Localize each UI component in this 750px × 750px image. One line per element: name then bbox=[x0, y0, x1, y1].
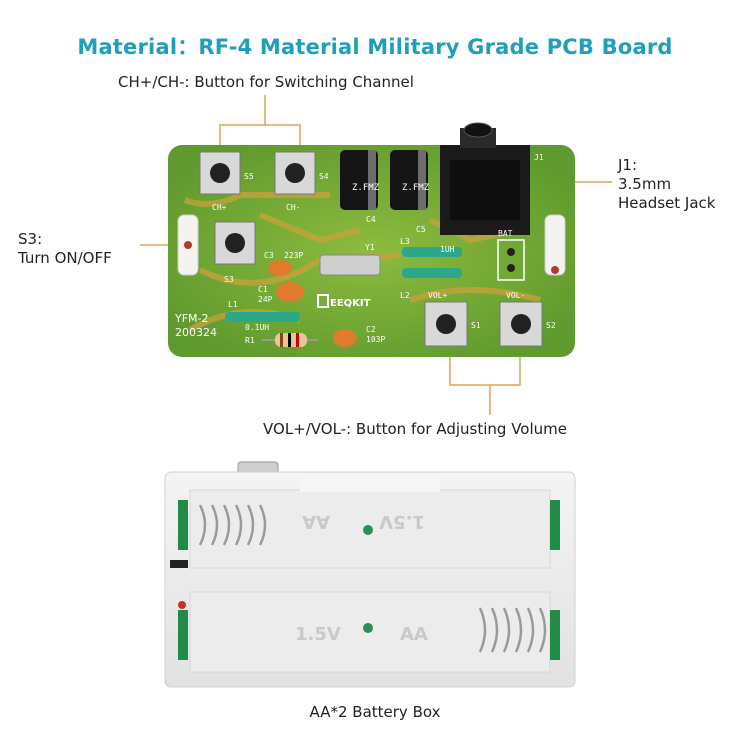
inductor-l3 bbox=[402, 247, 462, 257]
silk-s1: S1 bbox=[471, 321, 481, 330]
vol-plus-button bbox=[424, 301, 468, 347]
silk-date: 200324 bbox=[175, 326, 217, 339]
brand-logo-text: EEQKIT bbox=[330, 298, 371, 309]
silk-l1: L1 bbox=[228, 300, 238, 309]
capacitor-c3 bbox=[268, 260, 292, 276]
silk-j1: J1 bbox=[534, 153, 544, 162]
capacitor-c4 bbox=[340, 150, 378, 210]
pcb-board: S5 S4 CH+ CH- S3 C3 223P Y1 L3 1UH L2 VO… bbox=[168, 122, 575, 357]
inductor-l2 bbox=[402, 268, 462, 278]
silk-ch-minus: CH- bbox=[286, 203, 300, 212]
silk-s2: S2 bbox=[546, 321, 556, 330]
crystal-y1 bbox=[319, 254, 381, 276]
battery-box: 1.5V AA 1.5V AA bbox=[164, 461, 576, 688]
silk-vol-plus: VOL+ bbox=[428, 291, 447, 300]
vol-minus-button bbox=[499, 301, 543, 347]
silk-s4: S4 bbox=[319, 172, 329, 181]
capacitor-c5 bbox=[390, 150, 428, 210]
ch-callout-line bbox=[219, 95, 266, 152]
capacitor-c2 bbox=[333, 329, 357, 347]
silk-ch-plus: CH+ bbox=[212, 203, 227, 212]
silk-c1: C1 bbox=[258, 285, 268, 294]
callout-headset-jack-line3: Headset Jack bbox=[618, 193, 716, 212]
callout-headset-jack-line1: J1: bbox=[618, 156, 638, 174]
silk-s3: S3 bbox=[224, 275, 234, 284]
callout-power-button: S3: Turn ON/OFF bbox=[18, 230, 148, 268]
battery-connector bbox=[497, 239, 525, 281]
silk-c1-value: 24P bbox=[258, 295, 273, 304]
silk-l1-value: 0.1UH bbox=[245, 323, 269, 332]
page-title: Material：RF-4 Material Military Grade PC… bbox=[77, 35, 673, 59]
silk-l3: L3 bbox=[400, 237, 410, 246]
spring-bottom-right bbox=[478, 607, 547, 653]
spring-top-left bbox=[198, 504, 267, 546]
power-button bbox=[214, 221, 256, 265]
silk-c3-value: 223P bbox=[284, 251, 303, 260]
callout-power-button-line1: S3: bbox=[18, 230, 43, 248]
battery-box-caption: AA*2 Battery Box bbox=[309, 703, 441, 721]
silk-l3-value: 1UH bbox=[440, 245, 455, 254]
silk-c3: C3 bbox=[264, 251, 274, 260]
silk-cap-c4-marking: Z.FMZ bbox=[352, 183, 380, 193]
silk-cap-c5-marking: Z.FMZ bbox=[402, 183, 430, 193]
silk-l2: L2 bbox=[400, 291, 410, 300]
ch-plus-button bbox=[199, 151, 241, 195]
cell1-type: AA bbox=[302, 511, 330, 532]
capacitor-c1 bbox=[276, 282, 304, 302]
silk-bat: BAT bbox=[498, 229, 513, 238]
silk-s5: S5 bbox=[244, 172, 254, 181]
cell2-type: AA bbox=[400, 624, 428, 645]
resistor-r1 bbox=[262, 333, 318, 347]
silk-vol-minus: VOL- bbox=[506, 291, 525, 300]
ch-minus-button bbox=[274, 151, 316, 195]
silk-model: YFM-2 bbox=[174, 312, 209, 325]
silk-c5: C5 bbox=[416, 225, 426, 234]
inductor-l1 bbox=[225, 312, 300, 322]
silk-y1: Y1 bbox=[365, 243, 375, 252]
silk-c2: C2 bbox=[366, 325, 376, 334]
callout-headset-jack-line2: 3.5mm bbox=[618, 174, 672, 193]
callout-power-button-line2: Turn ON/OFF bbox=[18, 248, 112, 267]
cell1-voltage: 1.5V bbox=[379, 511, 425, 532]
silk-c4: C4 bbox=[366, 215, 376, 224]
cell2-voltage: 1.5V bbox=[295, 624, 341, 645]
headset-jack bbox=[440, 122, 530, 235]
standoff-right bbox=[544, 214, 566, 276]
callout-volume-buttons: VOL+/VOL-: Button for Adjusting Volume bbox=[263, 420, 567, 438]
silk-c2-value: 103P bbox=[366, 335, 385, 344]
silk-r1: R1 bbox=[245, 336, 255, 345]
callout-channel-buttons: CH+/CH-: Button for Switching Channel bbox=[118, 73, 414, 91]
brand-logo: EEQKIT bbox=[317, 294, 371, 309]
vol-callout-line bbox=[449, 345, 491, 415]
callout-headset-jack: J1: 3.5mm Headset Jack bbox=[618, 156, 748, 212]
